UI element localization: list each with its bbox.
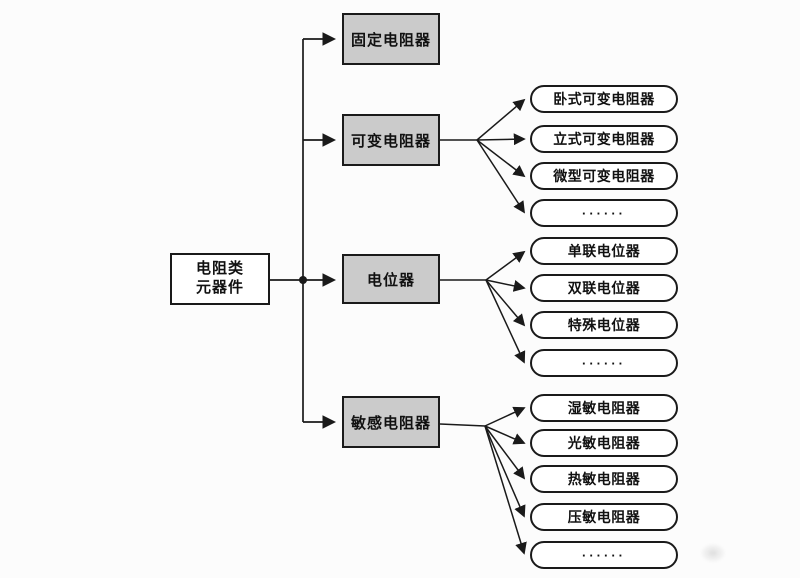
fanout-potentiometer — [440, 250, 526, 364]
leaf-potentiometer-ellipsis: ······ — [530, 349, 678, 377]
trunk-and-branches — [270, 32, 337, 429]
root-node-resistor-components: 电阻类 元器件 — [170, 253, 270, 305]
root-label-line2: 元器件 — [195, 279, 244, 296]
leaf-micro-variable-resistor: 微型可变电阻器 — [530, 162, 678, 190]
fanout-variable-resistor — [440, 98, 526, 214]
leaf-vertical-variable-resistor: 立式可变电阻器 — [530, 125, 678, 153]
leaf-horizontal-variable-resistor: 卧式可变电阻器 — [530, 85, 678, 113]
junction-dot — [299, 276, 307, 284]
leaf-single-potentiometer: 单联电位器 — [530, 237, 678, 265]
leaf-humidity-sensitive-resistor: 湿敏电阻器 — [530, 394, 678, 422]
leaf-variable-resistor-ellipsis: ······ — [530, 199, 678, 227]
category-fixed-resistor: 固定电阻器 — [342, 13, 440, 65]
leaf-voltage-sensitive-resistor: 压敏电阻器 — [530, 503, 678, 531]
fanout-sensitive-resistor — [439, 406, 527, 555]
leaf-sensitive-resistor-ellipsis: ······ — [530, 541, 678, 569]
root-label-line1: 电阻类 — [195, 260, 244, 278]
leaf-photo-sensitive-resistor: 光敏电阻器 — [530, 429, 678, 457]
leaf-dual-potentiometer: 双联电位器 — [530, 274, 678, 302]
category-potentiometer: 电位器 — [342, 254, 440, 304]
leaf-thermo-sensitive-resistor: 热敏电阻器 — [530, 465, 678, 493]
scan-artifact — [700, 543, 726, 563]
leaf-special-potentiometer: 特殊电位器 — [530, 311, 678, 339]
category-sensitive-resistor: 敏感电阻器 — [342, 396, 440, 448]
category-variable-resistor: 可变电阻器 — [342, 114, 440, 166]
